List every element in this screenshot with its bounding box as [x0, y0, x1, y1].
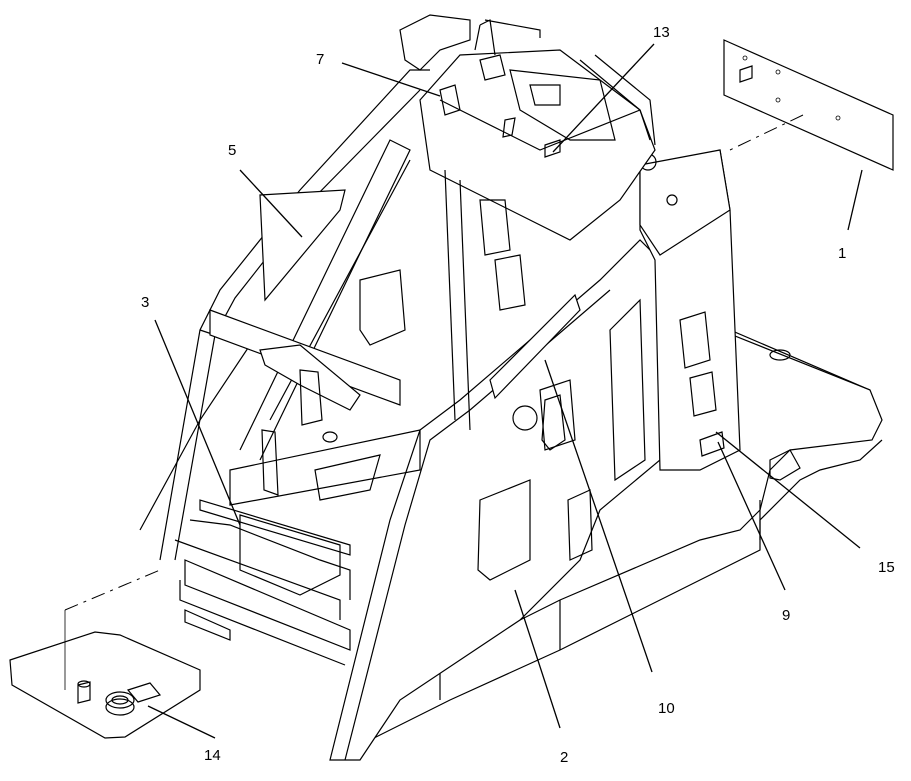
leader-5: [239, 169, 303, 238]
callout-9: 9: [782, 607, 790, 624]
callout-15: 15: [878, 559, 895, 576]
callout-labels: 1 2 3 5 7 9 10 13 14 15: [141, 24, 895, 766]
leader-1: [847, 169, 863, 231]
cover-plate-14: [9, 569, 201, 739]
leader-3: [154, 319, 241, 526]
inner-frame: [199, 139, 576, 596]
callout-5: 5: [228, 142, 236, 159]
callout-10: 10: [658, 700, 675, 717]
leader-lines: [147, 43, 863, 739]
callout-14: 14: [204, 747, 221, 764]
callout-3: 3: [141, 294, 149, 311]
leader-14: [147, 705, 216, 739]
callout-2: 2: [560, 749, 568, 766]
callout-13: 13: [653, 24, 670, 41]
leader-10: [544, 359, 653, 673]
leader-2: [514, 589, 561, 729]
rear-column: [639, 149, 741, 471]
frame-left-arch: [159, 69, 430, 561]
frame-right-plate: [329, 239, 661, 761]
top-crossbeam: [399, 14, 656, 241]
callout-7: 7: [316, 51, 324, 68]
callout-1: 1: [838, 245, 846, 262]
decal-panel-1: [723, 39, 894, 171]
leader-9: [717, 441, 786, 591]
leader-7: [341, 62, 441, 97]
leader-13: [552, 43, 655, 153]
leader-15: [715, 431, 861, 549]
